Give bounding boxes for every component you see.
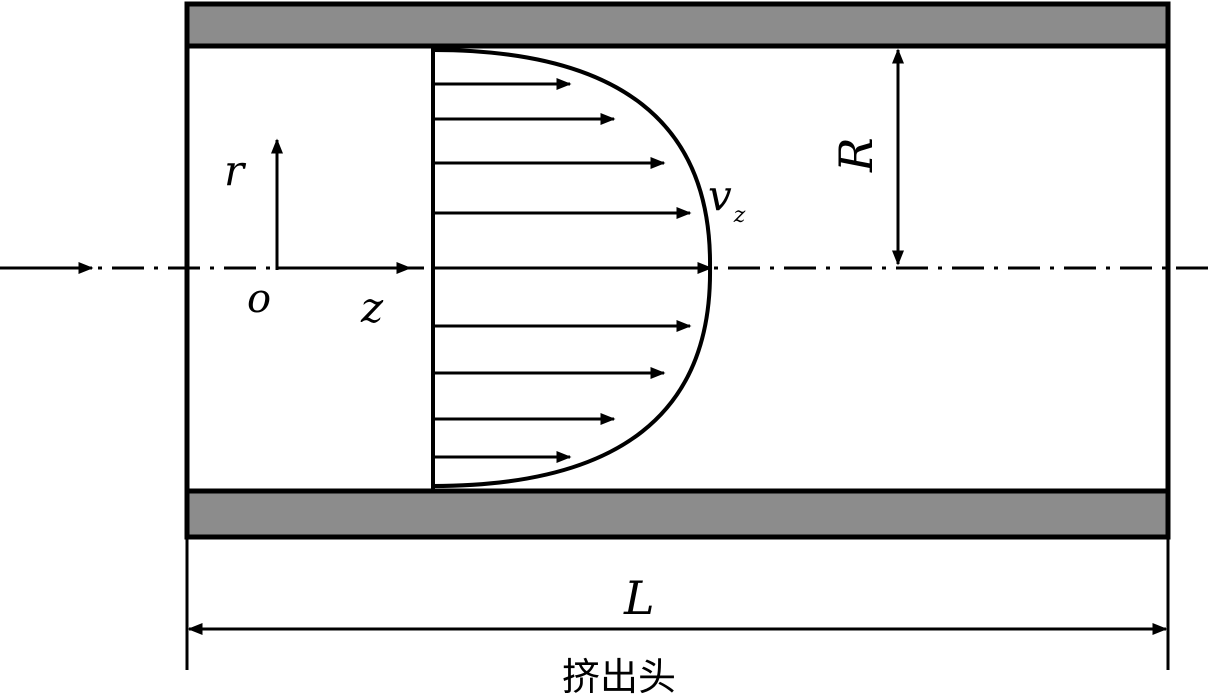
velocity-subscript: z (733, 203, 746, 228)
bottom-wall (184, 488, 1171, 540)
radius-label: R (829, 137, 883, 173)
velocity-vectors (433, 78, 713, 463)
velocity-symbol: v (708, 171, 732, 220)
length-label: L (623, 571, 655, 625)
z-axis-label: z (360, 283, 384, 332)
velocity-label: vz (708, 171, 746, 228)
top-wall (184, 1, 1171, 49)
caption-extrusion-head: 挤出头 (562, 655, 676, 694)
origin-label: o (247, 276, 271, 322)
r-axis-label: r (224, 146, 247, 195)
